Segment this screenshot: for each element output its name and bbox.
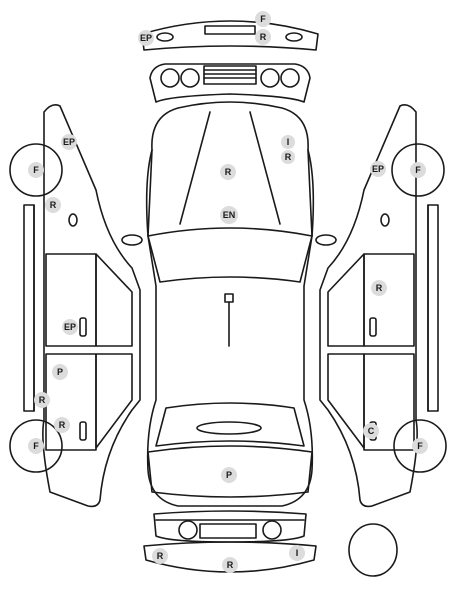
badge-right-r xyxy=(371,280,387,296)
badge-label: R xyxy=(285,152,292,162)
badge-front-bumper-f xyxy=(255,11,271,27)
badge-label: EN xyxy=(223,210,236,220)
damage-badge-labels: F EP R I R R EN EP F R EP P R R F EP F R… xyxy=(33,14,423,570)
right-side-view[interactable] xyxy=(319,104,439,508)
badge-label: EP xyxy=(140,33,152,43)
badge-left-ep-door xyxy=(62,319,78,335)
badge-front-bumper-r xyxy=(255,29,271,45)
badge-rear-bumper-r1 xyxy=(152,548,168,564)
badge-left-r-upper xyxy=(45,197,61,213)
badge-label: EP xyxy=(372,164,384,174)
windshield xyxy=(147,227,313,283)
left-front-wheel[interactable] xyxy=(9,143,63,197)
badge-label: R xyxy=(227,560,234,570)
badge-rear-bumper-i xyxy=(289,545,305,561)
trunk xyxy=(147,445,313,498)
badge-right-c xyxy=(363,423,379,439)
badge-label: P xyxy=(57,367,63,377)
badge-label: R xyxy=(225,167,232,177)
badge-right-rear-wheel xyxy=(412,438,428,454)
badge-label: F xyxy=(33,441,39,451)
badge-hood-en xyxy=(220,206,238,224)
antenna xyxy=(224,293,234,303)
car-body[interactable] xyxy=(121,101,337,507)
right-front-wheel[interactable] xyxy=(391,143,445,197)
badge-label: R xyxy=(376,283,383,293)
front-bumper[interactable] xyxy=(141,20,319,51)
badge-trunk-p xyxy=(221,467,237,483)
badge-label: R xyxy=(157,551,164,561)
badge-rear-bumper-r2 xyxy=(222,557,238,573)
spare-tire[interactable] xyxy=(348,523,398,577)
badge-left-ep-top xyxy=(61,134,77,150)
right-mirror xyxy=(315,234,337,246)
badge-hood-r1 xyxy=(281,150,295,164)
badge-label: I xyxy=(287,137,290,147)
damage-badges xyxy=(28,11,428,573)
left-rear-wheel[interactable] xyxy=(9,419,63,473)
badge-left-p xyxy=(52,364,68,380)
badge-hood-i xyxy=(281,135,295,149)
badge-label: R xyxy=(50,200,57,210)
badge-left-r-lower1 xyxy=(34,392,50,408)
badge-label: EP xyxy=(64,322,76,332)
left-side-view[interactable] xyxy=(23,104,141,508)
badge-left-rear-wheel xyxy=(28,438,44,454)
badge-label: F xyxy=(33,165,39,175)
badge-right-ep-top xyxy=(370,161,386,177)
badge-label: I xyxy=(296,548,299,558)
right-rear-wheel[interactable] xyxy=(393,419,447,473)
badge-label: C xyxy=(368,426,375,436)
badge-left-front-wheel xyxy=(28,162,44,178)
badge-right-front-wheel xyxy=(410,162,426,178)
badge-label: R xyxy=(260,32,267,42)
left-mirror xyxy=(121,234,143,246)
rear-window xyxy=(155,402,305,447)
badge-label: R xyxy=(39,395,46,405)
rear-fascia[interactable] xyxy=(153,510,307,543)
badge-hood-r2 xyxy=(220,164,236,180)
badge-label: F xyxy=(415,165,421,175)
badge-label: EP xyxy=(63,137,75,147)
badge-left-r-lower2 xyxy=(54,417,70,433)
badge-label: F xyxy=(417,441,423,451)
rear-bumper[interactable] xyxy=(143,541,317,573)
badge-label: F xyxy=(260,14,266,24)
badge-label: R xyxy=(59,420,66,430)
front-grille[interactable] xyxy=(149,63,311,103)
badge-front-bumper-ep xyxy=(138,30,154,46)
badge-label: P xyxy=(226,470,232,480)
